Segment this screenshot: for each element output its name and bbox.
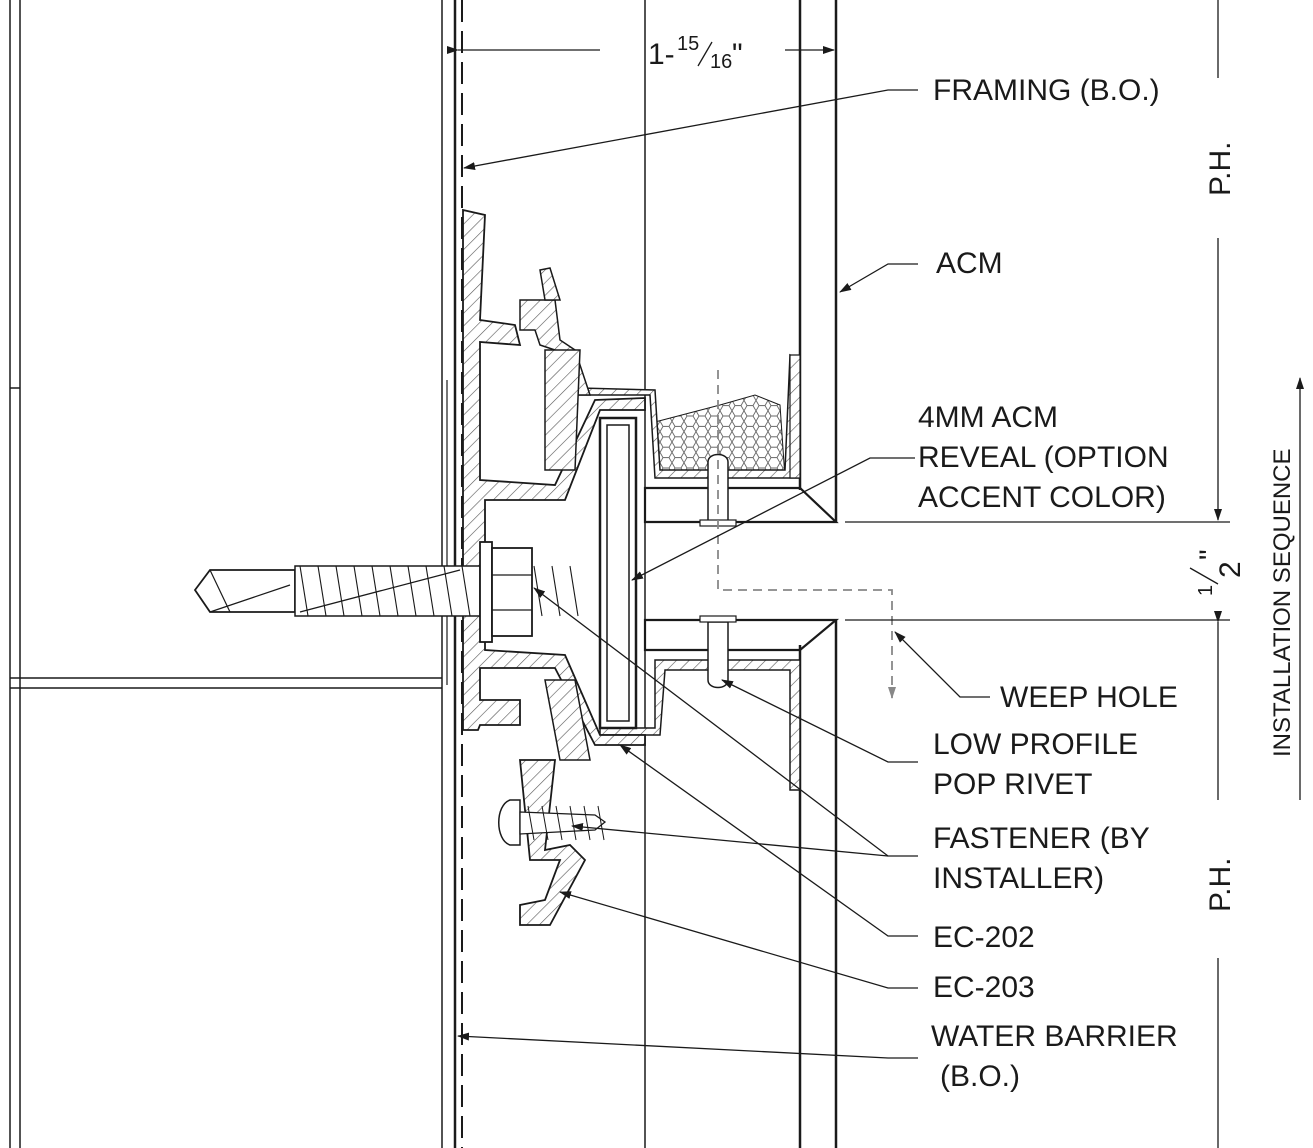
ec-203-extrusion <box>519 759 587 926</box>
label-ph-top: P.H. <box>1204 142 1237 196</box>
callout-rivet-line1: LOW PROFILE <box>933 728 1138 761</box>
label-ph-bottom: P.H. <box>1204 858 1237 912</box>
upper-panel-clip <box>573 353 801 479</box>
callout-ec-203: EC-203 <box>933 971 1035 1004</box>
callout-water-barrier-line2: (B.O.) <box>940 1060 1020 1093</box>
callout-framing: FRAMING (B.O.) <box>933 74 1160 107</box>
dimension-panel-depth: 1- 15 16 " <box>648 33 743 73</box>
dimension-reveal-gap: 1 2 " <box>1189 549 1247 596</box>
acm-reveal-insert <box>598 416 638 730</box>
callout-water-barrier-line1: WATER BARRIER <box>931 1020 1178 1053</box>
dimension-lines <box>447 0 1304 1148</box>
small-screw <box>498 799 607 846</box>
callout-reveal-line3: ACCENT COLOR) <box>918 481 1166 514</box>
gap-inch: " <box>1194 549 1227 560</box>
ec-202-extrusion <box>462 208 646 761</box>
callout-weep-hole: WEEP HOLE <box>1000 681 1178 714</box>
callout-fastener-line2: INSTALLER) <box>933 862 1104 895</box>
main-screw <box>193 541 579 643</box>
acm-panel <box>643 0 840 1148</box>
gap-numerator: 1 <box>1195 585 1217 596</box>
gap-denominator: 2 <box>1214 561 1247 578</box>
callout-reveal-line1: 4MM ACM <box>918 401 1058 434</box>
callout-fastener-line1: FASTENER (BY <box>933 822 1150 855</box>
dim-denominator: 16 <box>710 51 732 73</box>
dim-numerator: 15 <box>677 33 699 55</box>
callout-ec-202: EC-202 <box>933 921 1035 954</box>
label-installation-sequence: INSTALLATION SEQUENCE <box>1269 448 1296 757</box>
dim-inch: " <box>732 38 743 71</box>
leader-lines <box>457 89 990 1059</box>
dim-whole: 1- <box>648 38 675 71</box>
weep-path <box>717 370 896 699</box>
callout-reveal-line2: REVEAL (OPTION <box>918 441 1169 474</box>
callout-acm: ACM <box>936 247 1003 280</box>
callout-rivet-line2: POP RIVET <box>933 768 1093 801</box>
